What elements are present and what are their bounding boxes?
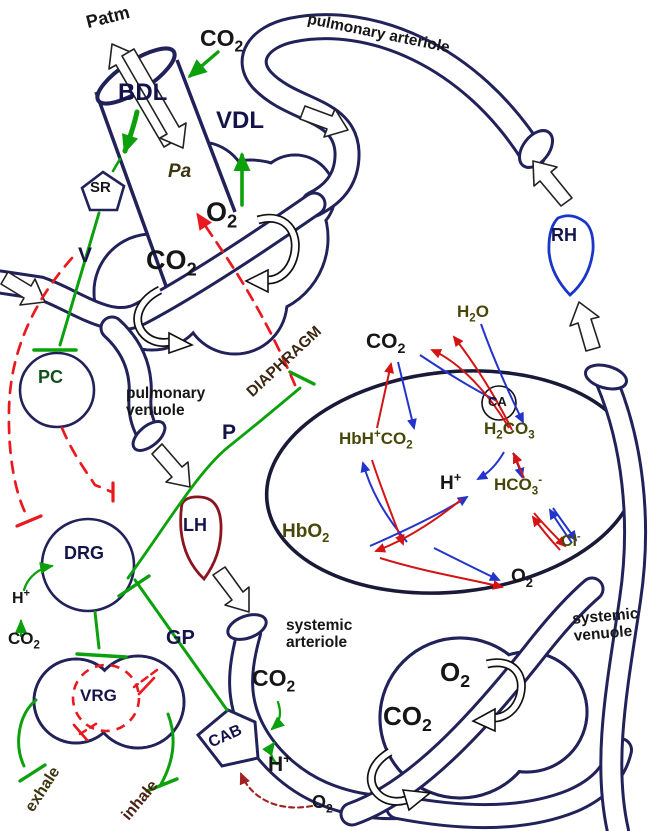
label-hbhco2: HbH+CO2 — [339, 428, 413, 452]
lh-to-arteriole-arrow — [212, 566, 250, 613]
co2-into-alveolus-arrow — [168, 331, 195, 355]
air-in-arrow — [121, 48, 187, 149]
label-co2-left: CO2 — [8, 629, 40, 652]
label-lh: LH — [183, 515, 207, 535]
label-co2-rbc: CO2 — [366, 330, 406, 358]
exhale-bar — [18, 763, 47, 783]
label-co2-systemic: CO2 — [252, 665, 296, 696]
label-hbo2: HbO2 — [282, 521, 330, 545]
nerve-pathways — [15, 50, 316, 793]
pulmonary-capillary-vessel — [0, 191, 327, 452]
co2-sensed-arrow — [270, 700, 285, 731]
co2-exhaled-arrow — [187, 50, 220, 78]
label-sr: SR — [90, 179, 111, 196]
label-o2-alveolus: O2 — [206, 197, 238, 232]
inhibitory-pathways — [7, 212, 314, 809]
venuole-to-lh-arrow — [151, 443, 191, 488]
arteriole-flow-arrow — [299, 105, 349, 138]
label-v: V — [78, 244, 93, 267]
right-heart-shape — [547, 214, 595, 297]
inhale-bar — [145, 777, 179, 793]
pc-neuron-circle — [18, 351, 96, 429]
diaphragm-end-bar — [288, 370, 316, 386]
label-o2-tissue: O2 — [440, 657, 471, 692]
label-co2-alveolus: CO2 — [146, 245, 197, 280]
flow-arrows — [0, 43, 601, 613]
stretch-receptor-pentagon — [80, 170, 126, 212]
vrg-inhibit-bar-2 — [72, 723, 89, 742]
phrenic-nerve — [126, 386, 302, 580]
gp-nerve — [133, 578, 229, 712]
o2-into-tissue-arrow — [471, 707, 496, 733]
h-to-drg-arrow — [22, 562, 54, 592]
left-heart-shape — [179, 495, 223, 582]
co2-into-blood-arrow — [401, 789, 432, 812]
label-h2o: H2O — [457, 302, 489, 325]
drg-vrg-bar — [75, 652, 128, 659]
label-rh: RH — [551, 225, 577, 245]
label-gp: GP — [166, 627, 195, 649]
label-pc: PC — [38, 367, 64, 387]
label-vrg: VRG — [80, 686, 117, 705]
venuole-to-rh-arrow — [569, 301, 601, 352]
label-hco3: HCO3- — [494, 474, 543, 498]
label-h-rbc: H+ — [440, 469, 462, 494]
tissue-capillary-vessel — [339, 576, 605, 827]
label-h2co3: H2CO3 — [484, 419, 535, 442]
gas-exchange-arrows — [133, 213, 526, 812]
stretch-check-arrow — [121, 109, 140, 154]
label-vdl: VDL — [216, 107, 264, 134]
label-bdl: BDL — [118, 79, 168, 106]
label-p: P — [222, 421, 237, 444]
label-ca: CA — [488, 394, 507, 409]
label-o2-rbc: O2 — [511, 566, 533, 590]
capillary-inflow-arrow — [0, 271, 46, 306]
label-drg: DRG — [64, 543, 104, 563]
rh-to-arteriole-arrow — [532, 160, 573, 207]
o2-to-cab-arrow — [239, 772, 314, 809]
systemic-venuole-vessel — [584, 363, 648, 831]
label-h-systemic: H+ — [268, 751, 292, 776]
pa-feedback-arrow — [196, 212, 297, 387]
rbc-chemistry-arrows — [360, 323, 578, 590]
o2-into-blood-arrow — [244, 268, 269, 294]
label-o2-systemic: O2 — [312, 792, 333, 816]
cab-pentagon — [195, 708, 260, 768]
label-cl: Cl- — [561, 530, 581, 550]
h-sensed-arrow — [262, 741, 279, 766]
label-pa: Pa — [168, 161, 192, 182]
pulmonary-arteriole-vessel — [240, 13, 554, 218]
label-co2-tissue: CO2 — [383, 701, 432, 736]
vrg-cloud — [32, 654, 186, 750]
vrg-inhibit-bar-1 — [137, 676, 156, 696]
label-h-left: H+ — [12, 587, 30, 607]
label-co2-air: CO2 — [200, 25, 244, 56]
drg-inhibit-bar-1 — [15, 514, 43, 528]
